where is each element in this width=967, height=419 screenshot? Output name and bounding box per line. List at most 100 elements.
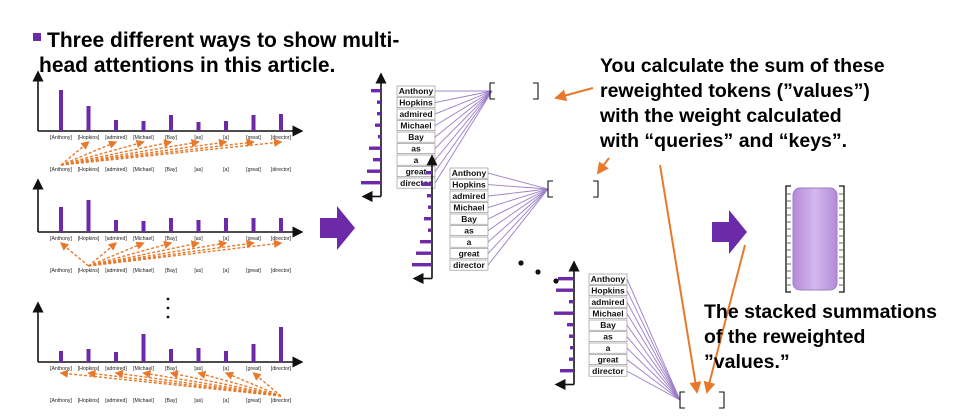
- token-label: [Anthony]: [50, 398, 72, 404]
- weight-bar: [427, 194, 432, 198]
- attention-bar: [59, 207, 63, 232]
- attention-link: [88, 239, 283, 267]
- attention-bar: [86, 200, 91, 232]
- weight-bar: [422, 182, 432, 186]
- weight-line: [434, 90, 493, 138]
- weight-line: [487, 184, 549, 190]
- value-column: AnthonyHopkinsadmiredMichaelBayasagreatd…: [412, 154, 599, 285]
- weight-line: [434, 90, 493, 115]
- weight-line: [626, 336, 681, 401]
- value-token-label: admired: [591, 297, 624, 307]
- weight-bar: [371, 89, 381, 93]
- attention-link: [169, 370, 282, 397]
- attention-bar: [141, 334, 146, 362]
- attention-bar: [86, 349, 91, 362]
- weight-line: [434, 90, 493, 184]
- value-token-label: as: [411, 143, 421, 153]
- weight-line: [434, 90, 493, 149]
- attention-link: [60, 138, 283, 166]
- token-label: [as]: [194, 236, 203, 242]
- token-label: [Bay]: [165, 268, 177, 274]
- weight-line: [487, 188, 549, 243]
- attention-bar: [169, 218, 173, 232]
- attention-link: [60, 138, 228, 166]
- callout-values-line-2: reweighted tokens (”values”): [600, 80, 870, 102]
- weight-line: [626, 290, 681, 401]
- weight-bar: [361, 181, 381, 185]
- token-label: [Michael]: [133, 268, 154, 274]
- weight-bar: [569, 357, 574, 361]
- token-label: [Michael]: [133, 236, 154, 242]
- token-label: [as]: [194, 398, 203, 404]
- attention-link: [197, 370, 282, 397]
- bracket-icon: [489, 82, 495, 100]
- attention-bar: [114, 220, 118, 232]
- orange-arrow-icon: [703, 244, 746, 394]
- attention-chart: [Anthony][Hopkins][admired][Michael][Bay…: [32, 178, 304, 274]
- weight-bar: [420, 240, 432, 244]
- value-token-label: admired: [399, 109, 432, 119]
- token-label: [Bay]: [165, 398, 177, 404]
- weight-line: [626, 324, 681, 401]
- weight-bar: [373, 158, 381, 162]
- weight-bar: [569, 300, 574, 304]
- token-label: [director]: [271, 398, 292, 404]
- weight-bar: [375, 123, 381, 127]
- weight-bar: [428, 205, 432, 209]
- bracket-icon: [785, 185, 791, 293]
- attention-bar: [224, 121, 228, 131]
- value-token-label: director: [592, 366, 624, 376]
- token-label: [Bay]: [165, 135, 177, 141]
- callout-values-line-1: You calculate the sum of these: [600, 55, 885, 77]
- weight-line: [626, 347, 681, 401]
- value-token-label: Hopkins: [399, 97, 433, 107]
- value-token-label: a: [606, 343, 611, 353]
- slide-title-line-1: Three different ways to show multi-: [47, 29, 399, 52]
- weight-bar: [428, 228, 432, 232]
- orange-arrow-icon: [596, 157, 610, 175]
- weight-line: [487, 188, 549, 197]
- token-label: [Anthony]: [50, 167, 72, 173]
- weight-line: [434, 90, 493, 126]
- attention-bar: [141, 121, 146, 131]
- attention-link: [88, 242, 118, 267]
- weight-bar: [416, 251, 432, 255]
- token-label: [director]: [271, 167, 292, 173]
- token-label: [admired]: [105, 236, 127, 242]
- token-label: [Hopkins]: [78, 236, 100, 242]
- attention-bar: [196, 122, 201, 131]
- value-token-label: Anthony: [591, 274, 626, 284]
- attention-bar: [251, 115, 256, 131]
- right-arrow-icon: [320, 206, 355, 250]
- value-token-label: a: [414, 155, 419, 165]
- weight-line: [626, 313, 681, 401]
- attention-link: [252, 372, 282, 397]
- attention-link: [88, 240, 228, 267]
- token-label: [as]: [194, 268, 203, 274]
- token-label: [admired]: [105, 398, 127, 404]
- value-token-label: great: [598, 354, 619, 364]
- weight-line: [626, 359, 681, 401]
- attention-bar: [224, 218, 228, 232]
- token-label: [Michael]: [133, 167, 154, 173]
- token-label: [great]: [246, 236, 261, 242]
- token-label: [Michael]: [133, 135, 154, 141]
- callout-stack-line-2: of the reweighted: [704, 326, 865, 348]
- token-label: [Anthony]: [50, 366, 72, 372]
- value-token-label: great: [459, 248, 480, 258]
- weight-bar: [378, 135, 381, 139]
- bracket-icon: [679, 391, 685, 409]
- weight-line: [487, 188, 549, 231]
- token-label: [Bay]: [165, 366, 177, 372]
- attention-bar: [224, 351, 228, 362]
- value-token-label: Bay: [461, 214, 477, 224]
- token-label: [director]: [271, 236, 292, 242]
- attention-link: [59, 369, 282, 397]
- ellipsis-dots-icon: [518, 260, 559, 284]
- token-label: [a]: [223, 366, 229, 372]
- token-label: [as]: [194, 135, 203, 141]
- callout-stack-line-1: The stacked summations: [704, 301, 937, 323]
- value-token-label: director: [453, 260, 485, 270]
- attention-link: [60, 139, 173, 166]
- value-column: AnthonyHopkinsadmiredMichaelBayasagreatd…: [361, 72, 539, 203]
